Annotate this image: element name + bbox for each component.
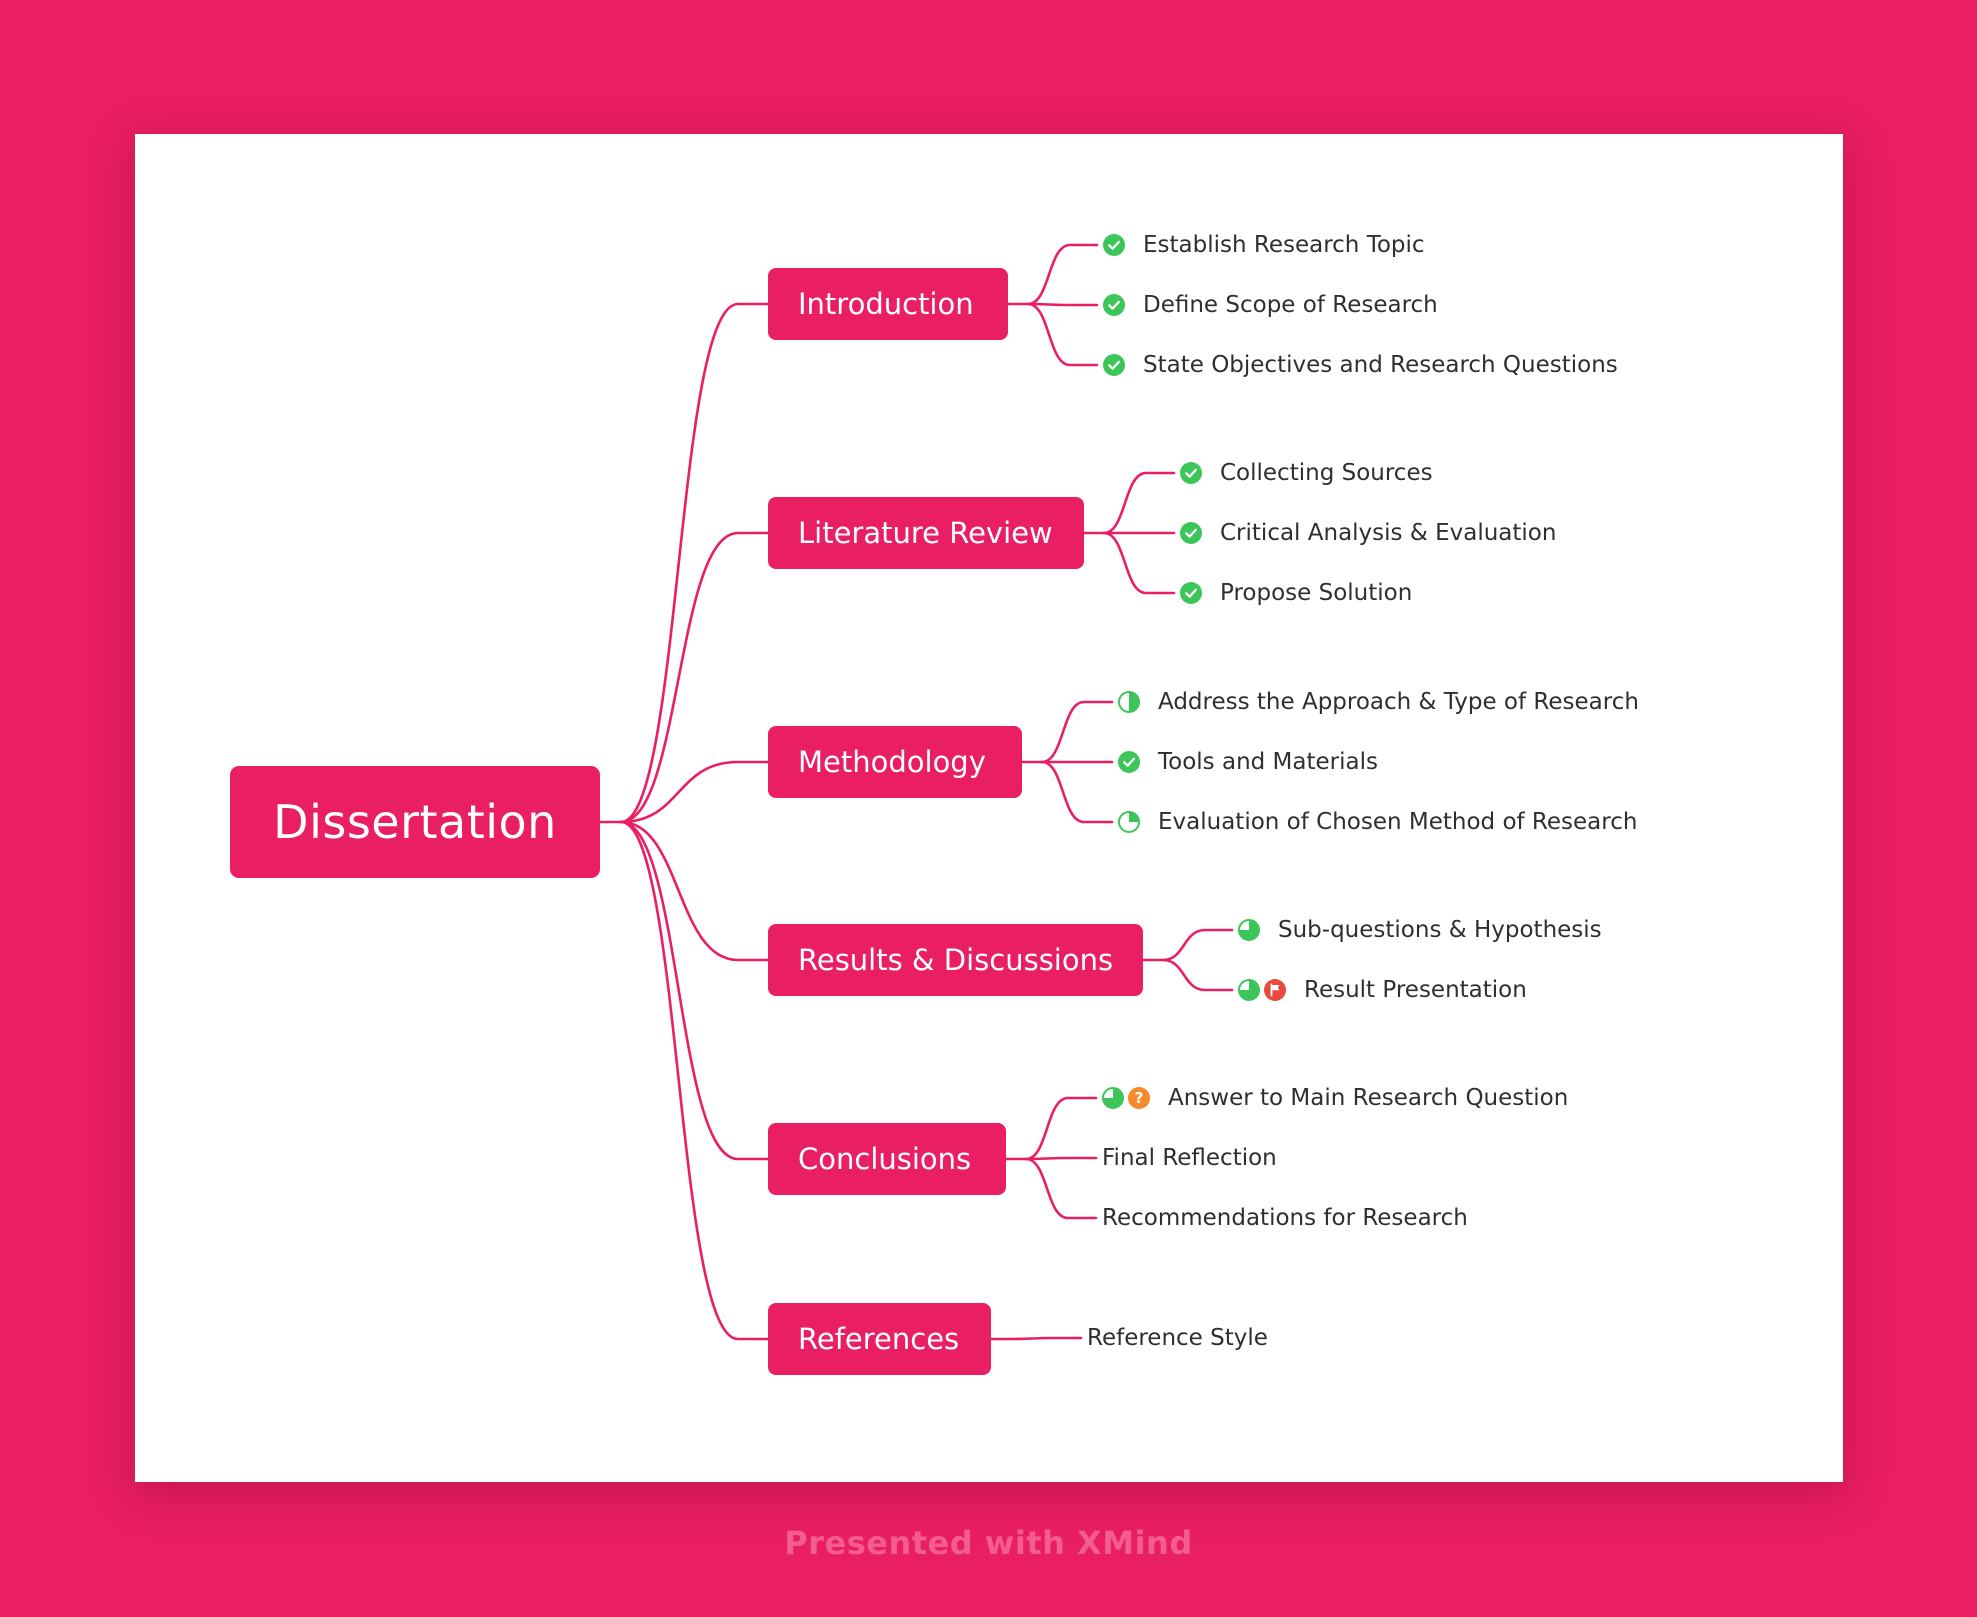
subtopic-result-presentation[interactable]: Result Presentation xyxy=(1238,970,1527,1010)
subtopic-label: State Objectives and Research Questions xyxy=(1143,352,1618,378)
branch-connector-5 xyxy=(619,820,770,1341)
leaf-connector-4-1 xyxy=(1024,1156,1098,1161)
branch-topic-results-discussions[interactable]: Results & Discussions xyxy=(768,924,1143,996)
subtopic-label: Collecting Sources xyxy=(1220,460,1433,486)
branch-connector-2 xyxy=(619,760,770,824)
svg-text:?: ? xyxy=(1135,1089,1144,1107)
branch-topic-introduction[interactable]: Introduction xyxy=(768,268,1008,340)
branch-topic-references[interactable]: References xyxy=(768,1303,991,1375)
presented-with-xmind-footer: Presented with XMind xyxy=(784,1524,1193,1562)
leaf-connector-0-1 xyxy=(1026,302,1099,307)
branch-topic-methodology[interactable]: Methodology xyxy=(768,726,1022,798)
subtopic-recommendations[interactable]: Recommendations for Research xyxy=(1102,1198,1468,1238)
subtopic-label: Tools and Materials xyxy=(1158,749,1378,775)
leaf-connector-4-2 xyxy=(1024,1157,1098,1220)
subtopic-address-approach[interactable]: Address the Approach & Type of Research xyxy=(1118,682,1639,722)
subtopic-label: Recommendations for Research xyxy=(1102,1205,1468,1231)
subtopic-establish-research-topic[interactable]: Establish Research Topic xyxy=(1103,225,1425,265)
mindmap-canvas: Dissertation Introduction Literature Rev… xyxy=(135,134,1843,1482)
subtopic-label: Reference Style xyxy=(1087,1325,1268,1351)
leaf-connector-3-0 xyxy=(1161,928,1234,962)
connector-lines xyxy=(598,243,1234,1341)
branch-connector-3 xyxy=(619,820,770,962)
subtopic-label: Propose Solution xyxy=(1220,580,1413,606)
leaf-connector-1-2 xyxy=(1102,531,1176,595)
subtopic-evaluation-of-method[interactable]: Evaluation of Chosen Method of Research xyxy=(1118,802,1637,842)
subtopic-state-objectives[interactable]: State Objectives and Research Questions xyxy=(1103,345,1618,385)
branch-connector-4 xyxy=(619,820,770,1161)
subtopic-propose-solution[interactable]: Propose Solution xyxy=(1180,573,1412,613)
subtopic-label: Critical Analysis & Evaluation xyxy=(1220,520,1557,546)
branch-connector-1 xyxy=(619,531,770,824)
progress-three-quarter-icon xyxy=(1238,979,1260,1001)
subtopic-label: Address the Approach & Type of Research xyxy=(1158,689,1639,715)
check-icon xyxy=(1103,234,1125,256)
leaf-connector-5-0 xyxy=(1009,1336,1083,1341)
check-icon xyxy=(1180,522,1202,544)
subtopic-critical-analysis[interactable]: Critical Analysis & Evaluation xyxy=(1180,513,1556,553)
subtopic-label: Final Reflection xyxy=(1102,1145,1277,1171)
subtopic-define-scope-of-research[interactable]: Define Scope of Research xyxy=(1103,285,1438,325)
check-icon xyxy=(1180,582,1202,604)
check-icon xyxy=(1118,751,1140,773)
leaf-connector-3-1 xyxy=(1161,958,1234,992)
progress-three-quarter-icon xyxy=(1102,1087,1124,1109)
leaf-connector-4-0 xyxy=(1024,1096,1098,1161)
check-icon xyxy=(1103,354,1125,376)
subtopic-tools-and-materials[interactable]: Tools and Materials xyxy=(1118,742,1378,782)
check-icon xyxy=(1180,462,1202,484)
root-topic-dissertation[interactable]: Dissertation xyxy=(230,766,600,878)
subtopic-answer-main-question[interactable]: ? Answer to Main Research Question xyxy=(1102,1078,1568,1118)
leaf-connector-0-2 xyxy=(1026,302,1099,367)
progress-half-icon xyxy=(1118,691,1140,713)
flag-icon xyxy=(1264,979,1286,1001)
leaf-connector-1-0 xyxy=(1102,471,1176,535)
subtopic-label: Result Presentation xyxy=(1304,977,1527,1003)
progress-quarter-icon xyxy=(1118,811,1140,833)
subtopic-label: Answer to Main Research Question xyxy=(1168,1085,1569,1111)
subtopic-label: Establish Research Topic xyxy=(1143,232,1425,258)
leaf-connector-2-0 xyxy=(1040,700,1114,764)
subtopic-final-reflection[interactable]: Final Reflection xyxy=(1102,1138,1277,1178)
subtopic-label: Evaluation of Chosen Method of Research xyxy=(1158,809,1638,835)
branch-topic-literature-review[interactable]: Literature Review xyxy=(768,497,1084,569)
subtopic-sub-questions-hypothesis[interactable]: Sub-questions & Hypothesis xyxy=(1238,910,1602,950)
branch-topic-conclusions[interactable]: Conclusions xyxy=(768,1123,1006,1195)
subtopic-collecting-sources[interactable]: Collecting Sources xyxy=(1180,453,1433,493)
question-icon: ? xyxy=(1128,1087,1150,1109)
subtopic-label: Define Scope of Research xyxy=(1143,292,1438,318)
progress-three-quarter-icon xyxy=(1238,919,1260,941)
subtopic-reference-style[interactable]: Reference Style xyxy=(1087,1318,1268,1358)
leaf-connector-2-2 xyxy=(1040,760,1114,824)
subtopic-label: Sub-questions & Hypothesis xyxy=(1278,917,1602,943)
check-icon xyxy=(1103,294,1125,316)
branch-connector-0 xyxy=(619,302,770,824)
leaf-connector-0-0 xyxy=(1026,243,1099,306)
